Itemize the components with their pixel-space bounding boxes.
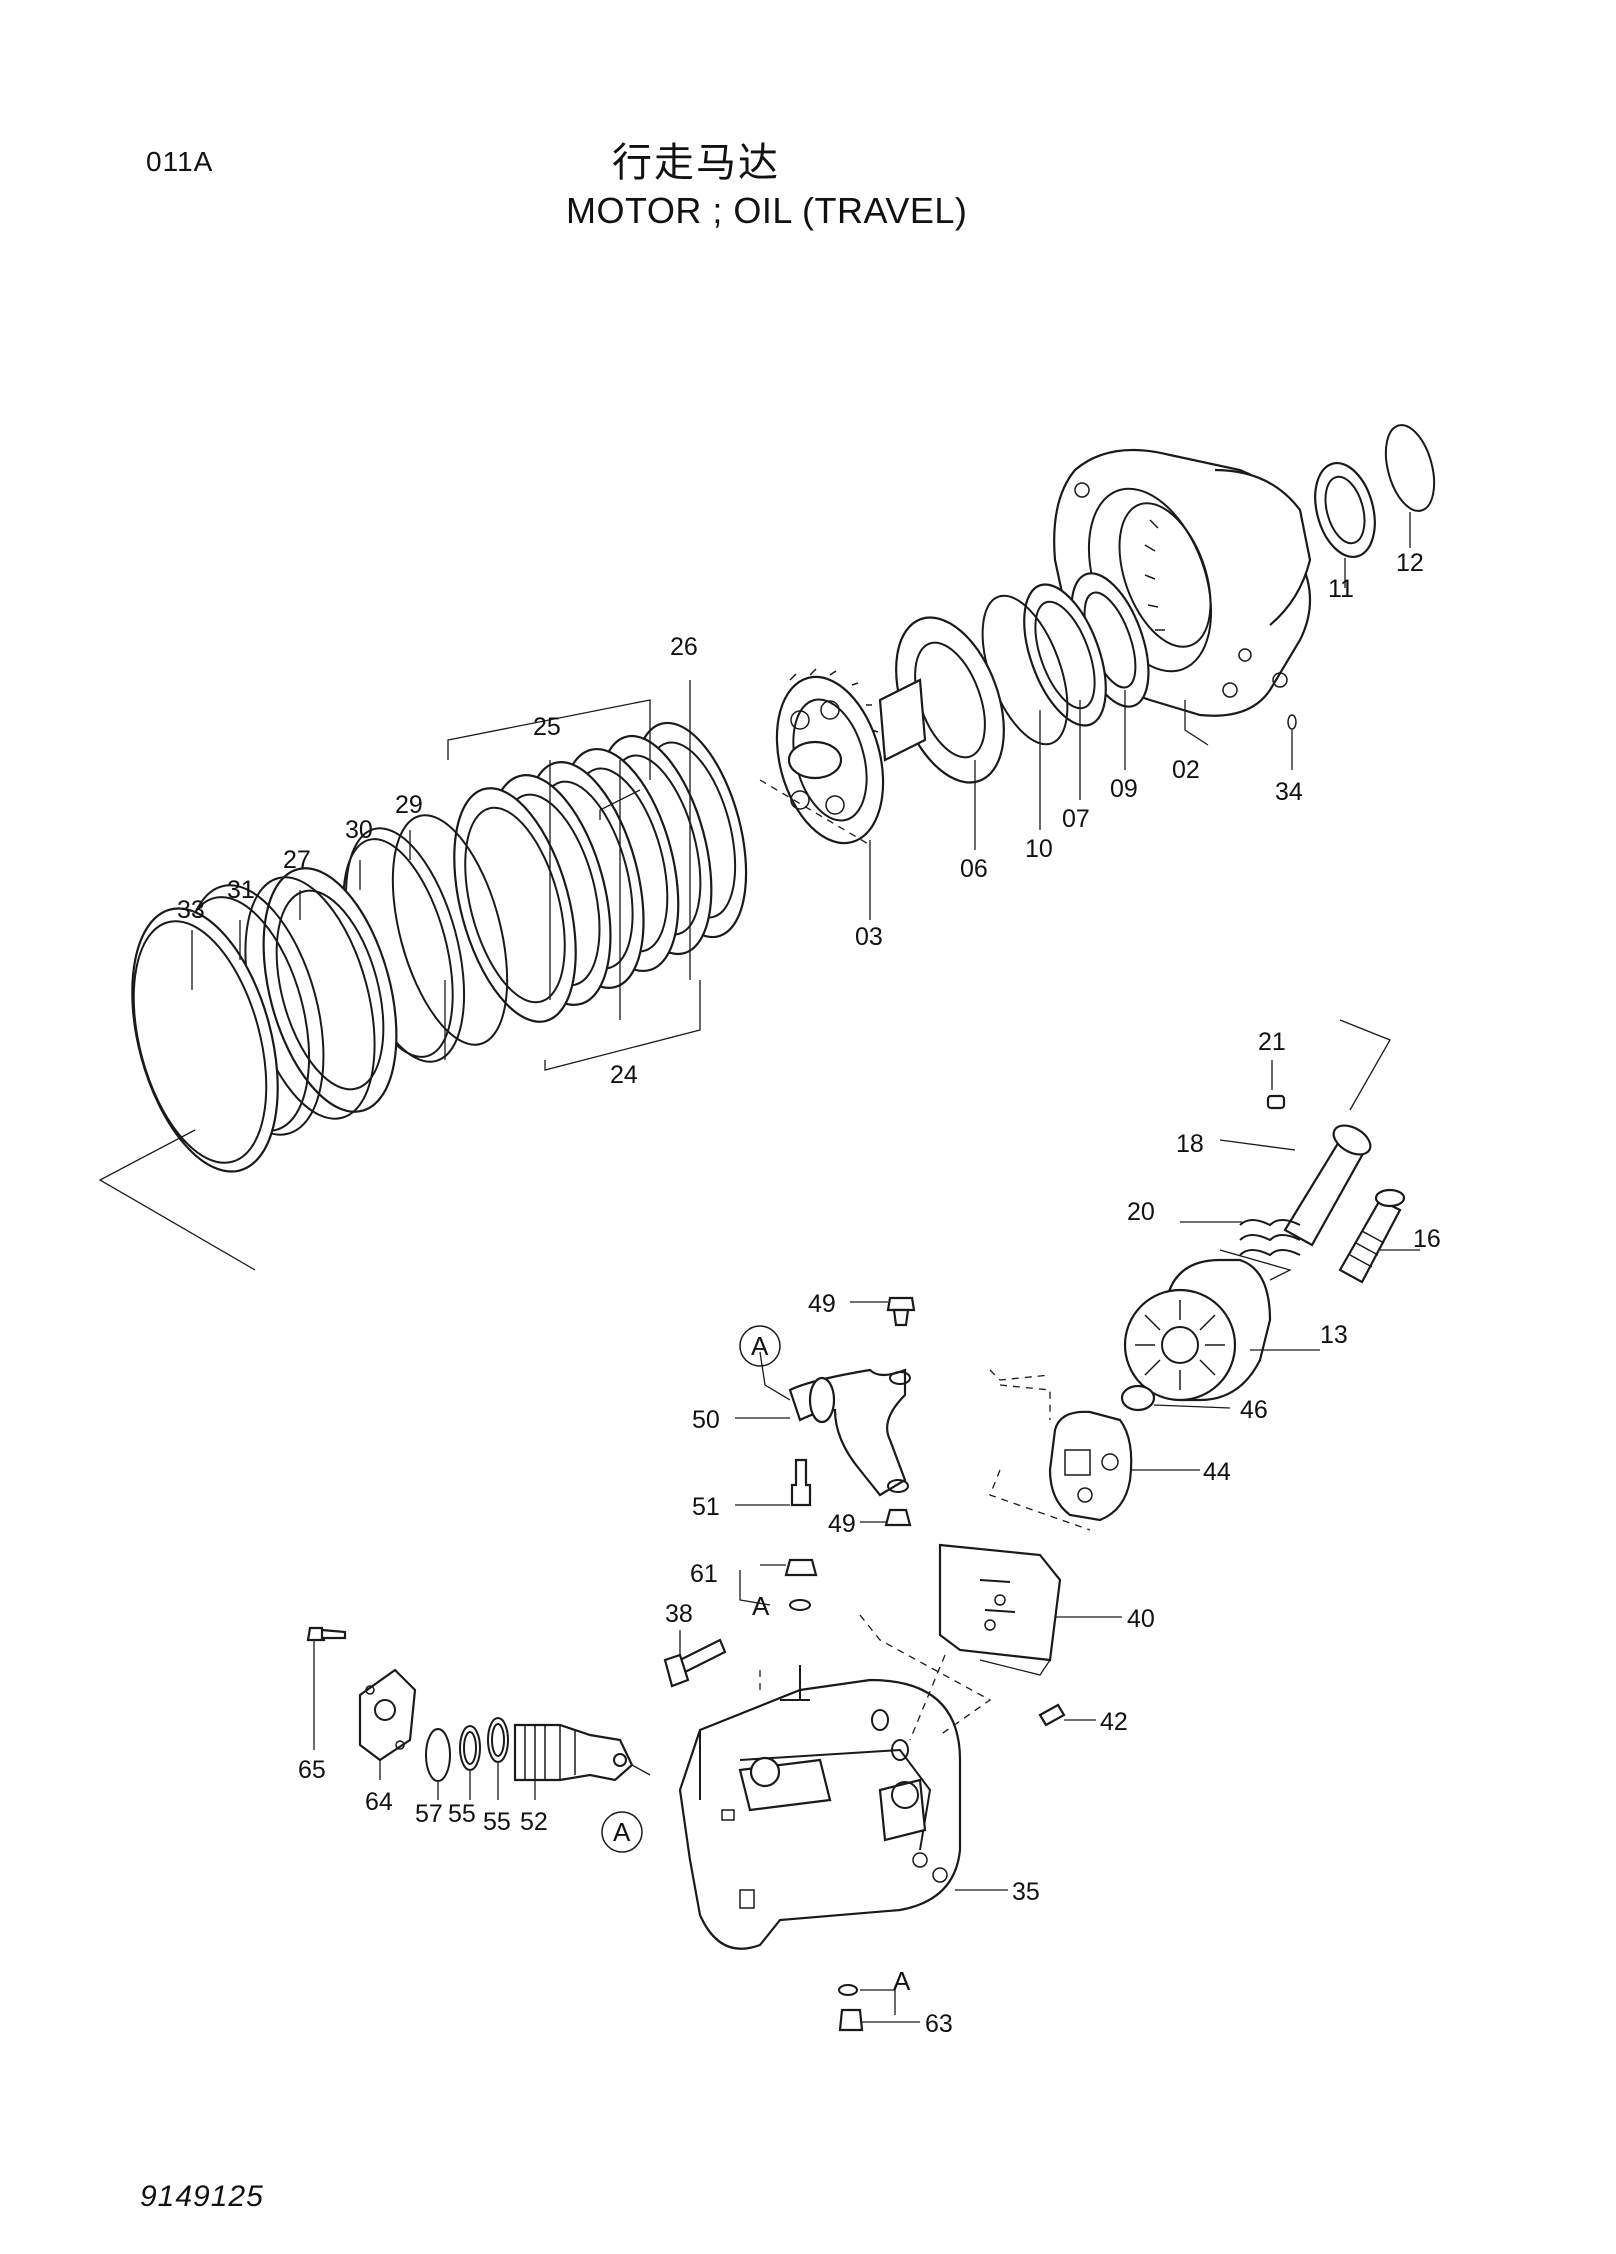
callout-57: 57 [415, 1800, 443, 1828]
callout-35: 35 [1012, 1878, 1040, 1906]
callout-63: 63 [925, 2010, 953, 2038]
callout-11: 11 [1328, 575, 1354, 603]
callout-27: 27 [283, 846, 311, 874]
title-english: MOTOR ; OIL (TRAVEL) [566, 190, 968, 231]
callout-65: 65 [298, 1756, 326, 1784]
plug-part-63 [838, 1984, 920, 2032]
callout-40: 40 [1127, 1605, 1155, 1633]
bolt-part-51 [735, 1458, 812, 1507]
pin-part-21 [1266, 1060, 1286, 1110]
spool-part-18 [1219, 1019, 1391, 1247]
spool-part-16 [1338, 1188, 1420, 1284]
callout-31: 31 [227, 876, 255, 904]
seal-parts-55-57 [425, 1717, 509, 1800]
callout-18: 18 [1176, 1130, 1204, 1158]
callout-24: 24 [610, 1061, 638, 1089]
callout-38: 38 [665, 1600, 693, 1628]
ring-parts-31-33 [98, 884, 325, 1271]
callout-42: 42 [1100, 1708, 1128, 1736]
callout-30: 30 [345, 816, 373, 844]
bolt-part-49-bottom [860, 1508, 912, 1527]
plate-part-40 [938, 1543, 1122, 1676]
callout-46: 46 [1240, 1396, 1268, 1424]
document-number: 9149125 [140, 2180, 264, 2213]
shaft-gear-part-03 [759, 668, 927, 920]
spool-part-52 [513, 1723, 651, 1853]
callout-33: 33 [177, 896, 205, 924]
callout-09: 09 [1110, 775, 1138, 803]
ref-a-plug-63: A [893, 1966, 911, 1996]
callout-21: 21 [1258, 1028, 1286, 1056]
callout-49-bottom: 49 [828, 1510, 856, 1538]
clutch-disc-pack-parts-24-25-26 [444, 680, 748, 1071]
callout-10: 10 [1025, 835, 1053, 863]
reference-marks: A A A A [613, 1331, 911, 1996]
cylinder-block-part-13 [1123, 1249, 1320, 1402]
callout-16: 16 [1413, 1225, 1441, 1253]
spring-part-20 [1180, 1219, 1301, 1257]
callout-64: 64 [365, 1788, 393, 1816]
snap-ring-part-12 [1384, 424, 1436, 548]
bushing-part-46 [1120, 1384, 1231, 1412]
page-code: 011A [146, 146, 214, 177]
cover-part-64 [358, 1668, 417, 1780]
callout-20: 20 [1127, 1198, 1155, 1226]
pin-part-42 [1038, 1703, 1096, 1727]
callout-03: 03 [855, 923, 883, 951]
ref-a-circled-lever: A [751, 1331, 769, 1361]
bolt-part-49-top [850, 1296, 916, 1327]
callout-34: 34 [1275, 778, 1303, 806]
callout-26: 26 [670, 633, 698, 661]
callout-55-right: 55 [483, 1808, 511, 1836]
callout-13: 13 [1320, 1321, 1348, 1349]
callout-25: 25 [533, 713, 561, 741]
motor-housing-part-35 [678, 1614, 1008, 1950]
pin-part-34 [1287, 714, 1297, 770]
callout-52: 52 [520, 1808, 548, 1836]
callout-07: 07 [1062, 805, 1090, 833]
callout-12: 12 [1396, 549, 1424, 577]
plug-part-61 [739, 1558, 818, 1611]
swash-lever-part-50 [735, 1325, 911, 1497]
callout-50: 50 [692, 1406, 720, 1434]
callout-06: 06 [960, 855, 988, 883]
callout-55-left: 55 [448, 1800, 476, 1828]
valve-plate-part-44 [989, 1369, 1200, 1531]
callout-44: 44 [1203, 1458, 1231, 1486]
callout-61: 61 [690, 1560, 718, 1588]
callout-29: 29 [395, 791, 423, 819]
title-chinese: 行走马达 [612, 140, 780, 186]
ref-a-circled-spool: A [613, 1817, 631, 1847]
bolt-part-65 [306, 1626, 347, 1750]
seal-part-11 [1314, 461, 1376, 588]
callout-49-top: 49 [808, 1290, 836, 1318]
ref-a-plug-61: A [752, 1591, 770, 1621]
callout-labels: 02 03 06 07 09 10 11 12 13 16 18 20 21 2… [177, 549, 1441, 2038]
bolt-part-38 [663, 1630, 727, 1688]
callout-51: 51 [692, 1493, 720, 1521]
callout-02: 02 [1172, 756, 1200, 784]
